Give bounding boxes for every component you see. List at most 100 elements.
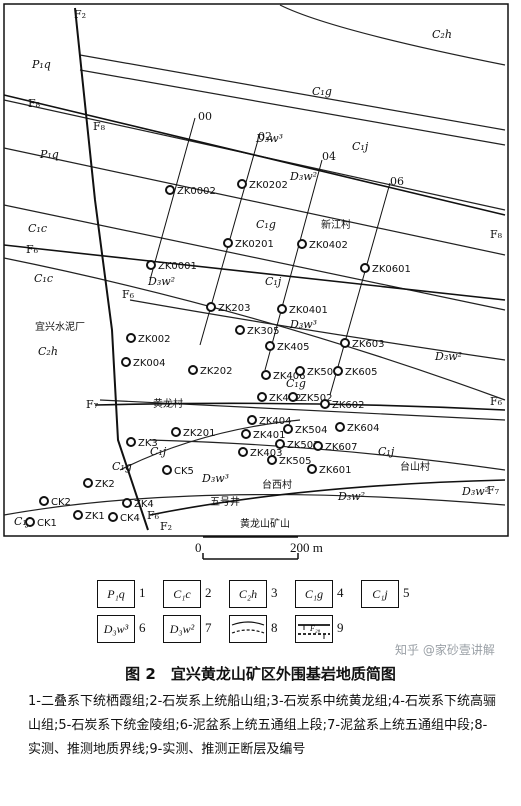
borehole-marker [247,415,257,425]
borehole-marker [73,510,83,520]
borehole-label: ZK402 [269,393,302,404]
borehole-label: ZK004 [133,358,166,369]
fault-label: F₂ [74,8,86,21]
borehole-marker [83,478,93,488]
formation-label: C₁g [312,85,332,98]
borehole-label: ZK403 [250,448,283,459]
map-frame [3,3,509,537]
borehole-marker [188,365,198,375]
borehole-label: CK1 [37,518,57,529]
formation-label: C₂h [38,345,58,358]
fault-lines [3,7,506,531]
formation-label: D₃w² [461,485,489,498]
borehole-label: ZK404 [259,416,292,427]
legend-number: 1 [139,585,146,600]
borehole-label: ZK201 [183,428,216,439]
exploration-lines [149,117,391,396]
formation-label: D₃w² [434,350,462,363]
borehole-label: ZK0601 [372,264,411,275]
borehole-marker [126,437,136,447]
legend-fault-symbol: F₂₈ [295,615,333,643]
fault-label: F₇ [86,398,99,411]
borehole-marker [108,512,118,522]
fault-label: F₈ [28,97,41,110]
legend-symbol: C₁g [295,580,333,608]
figure-legend-text: 1-二叠系下统栖霞组;2-石炭系上统船山组;3-石炭系中统黄龙组;4-石炭系下统… [28,694,496,757]
fault-icon: F₂₈ [298,624,330,639]
borehole-marker [335,422,345,432]
borehole-marker [241,429,251,439]
legend-symbol: C₂h [229,580,267,608]
place-label: 宜兴水泥厂 [35,320,85,333]
legend-symbol: D₃w² [163,615,201,643]
borehole-marker [360,263,370,273]
formation-label: C₁j [150,445,167,458]
borehole-label: ZK401 [253,430,286,441]
borehole-marker [237,179,247,189]
fault-label: F₆ [147,509,160,522]
formation-label: D₃w² [147,275,175,288]
borehole-marker [277,304,287,314]
borehole-marker [238,447,248,457]
fault-label: F₇ [487,484,500,497]
scale-bar-graphic [202,553,299,560]
geologic-boundaries [3,4,506,516]
formation-label: C₁c [34,272,53,285]
borehole-marker [283,424,293,434]
borehole-marker [165,185,175,195]
legend-row-2: D₃w³ 6 D₃w² 7 8 F₂₈ 9 [97,615,427,645]
place-label: 黄龙村 [153,397,183,410]
borehole-marker [257,392,267,402]
borehole-label: ZK0401 [289,305,328,316]
borehole-marker [146,260,156,270]
legend-number: 2 [205,585,212,600]
scale-zero: 0 [195,540,202,555]
borehole-label: ZK202 [200,366,233,377]
formation-label: C₁g [286,377,306,390]
formation-label: D₃w³ [255,132,283,145]
legend-symbol: P₁q [97,580,135,608]
borehole-label: ZK503 [287,440,320,451]
formation-label: C₂h [432,28,452,41]
borehole-label: ZK502 [300,393,333,404]
legend-number: 6 [139,620,146,635]
exploration-line-label: 04 [322,150,336,163]
borehole-marker [223,238,233,248]
borehole-marker [122,498,132,508]
borehole-label: ZK203 [218,303,251,314]
formation-label: C₁j [378,445,395,458]
borehole-marker [340,338,350,348]
formation-label: C₁j [265,275,282,288]
exploration-line-label: 02 [258,130,272,143]
formation-label: D₃w³ [201,472,229,485]
boundary-lines-icon [231,621,265,634]
borehole-label: ZK501 [307,367,340,378]
borehole-label: ZK0202 [249,180,288,191]
fault-label: F₆ [26,243,39,256]
formation-label: P₁q [39,148,59,161]
borehole-marker [25,517,35,527]
place-label: 五号井 [210,495,240,508]
borehole-label: CK2 [51,497,71,508]
borehole-marker [313,441,323,451]
exploration-line-label: 00 [198,110,212,123]
place-label: 台西村 [262,478,292,491]
fault-label: F₈ [93,120,106,133]
borehole-label: ZK305 [247,326,280,337]
figure-title: 图 2 宜兴黄龙山矿区外围基岩地质简图 [125,665,396,683]
formation-label: C₁c [28,222,47,235]
watermark: 知乎 @家砂壹讲解 [395,643,495,657]
legend-row-1: P₁q 1 C₁c 2 C₂h 3 C₁g 4 C₁j 5 [97,580,427,610]
legend-number: 7 [205,620,212,635]
borehole-marker [162,465,172,475]
borehole-marker [235,325,245,335]
borehole-marker [171,427,181,437]
borehole-label: ZK605 [345,367,378,378]
borehole-marker [288,392,298,402]
fault-label: F₈ [490,228,503,241]
borehole-marker [307,464,317,474]
legend-number: 4 [337,585,344,600]
legend-number: 8 [271,620,278,635]
borehole-label: ZK002 [138,334,171,345]
